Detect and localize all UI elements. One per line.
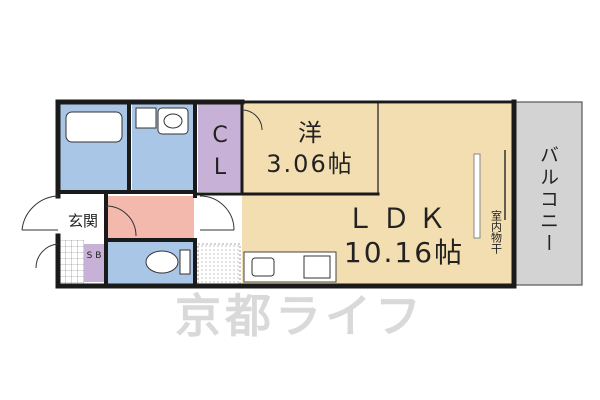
- shoe-box-area: [84, 244, 104, 282]
- toilet-tank: [179, 249, 191, 275]
- entrance-label: 玄関: [68, 212, 98, 230]
- toilet-bowl: [145, 250, 179, 274]
- bathtub: [65, 111, 123, 143]
- sink: [251, 257, 275, 277]
- corridor-area: [106, 196, 194, 240]
- fixtures: [65, 107, 481, 279]
- washing-machine: [135, 107, 157, 129]
- basin-bowl: [163, 113, 183, 129]
- entrance-tiles: [60, 240, 84, 284]
- ldk-size: 10.16帖: [344, 236, 464, 269]
- closet-label-line2: L: [214, 155, 227, 180]
- clothes-pole: [473, 153, 481, 239]
- closet-label-line1: C: [212, 123, 227, 148]
- doors: [21, 109, 506, 269]
- fridge-space: [197, 243, 241, 285]
- stove: [303, 255, 331, 279]
- indoor-drying-label: 室内物干: [490, 209, 503, 255]
- closet-area: [198, 104, 242, 192]
- balcony-area: [514, 101, 583, 286]
- walls: [55, 99, 517, 289]
- western-room-kanji: 洋: [298, 119, 322, 147]
- watermark: 京都ライフ: [175, 289, 425, 343]
- ldk-title: ＬＤＫ: [346, 202, 454, 235]
- shoe-box-label: S B: [87, 251, 102, 261]
- balcony-label: バルコニー: [537, 145, 559, 255]
- entrance-floor: [60, 204, 106, 242]
- western-room-size: 3.06帖: [266, 150, 353, 178]
